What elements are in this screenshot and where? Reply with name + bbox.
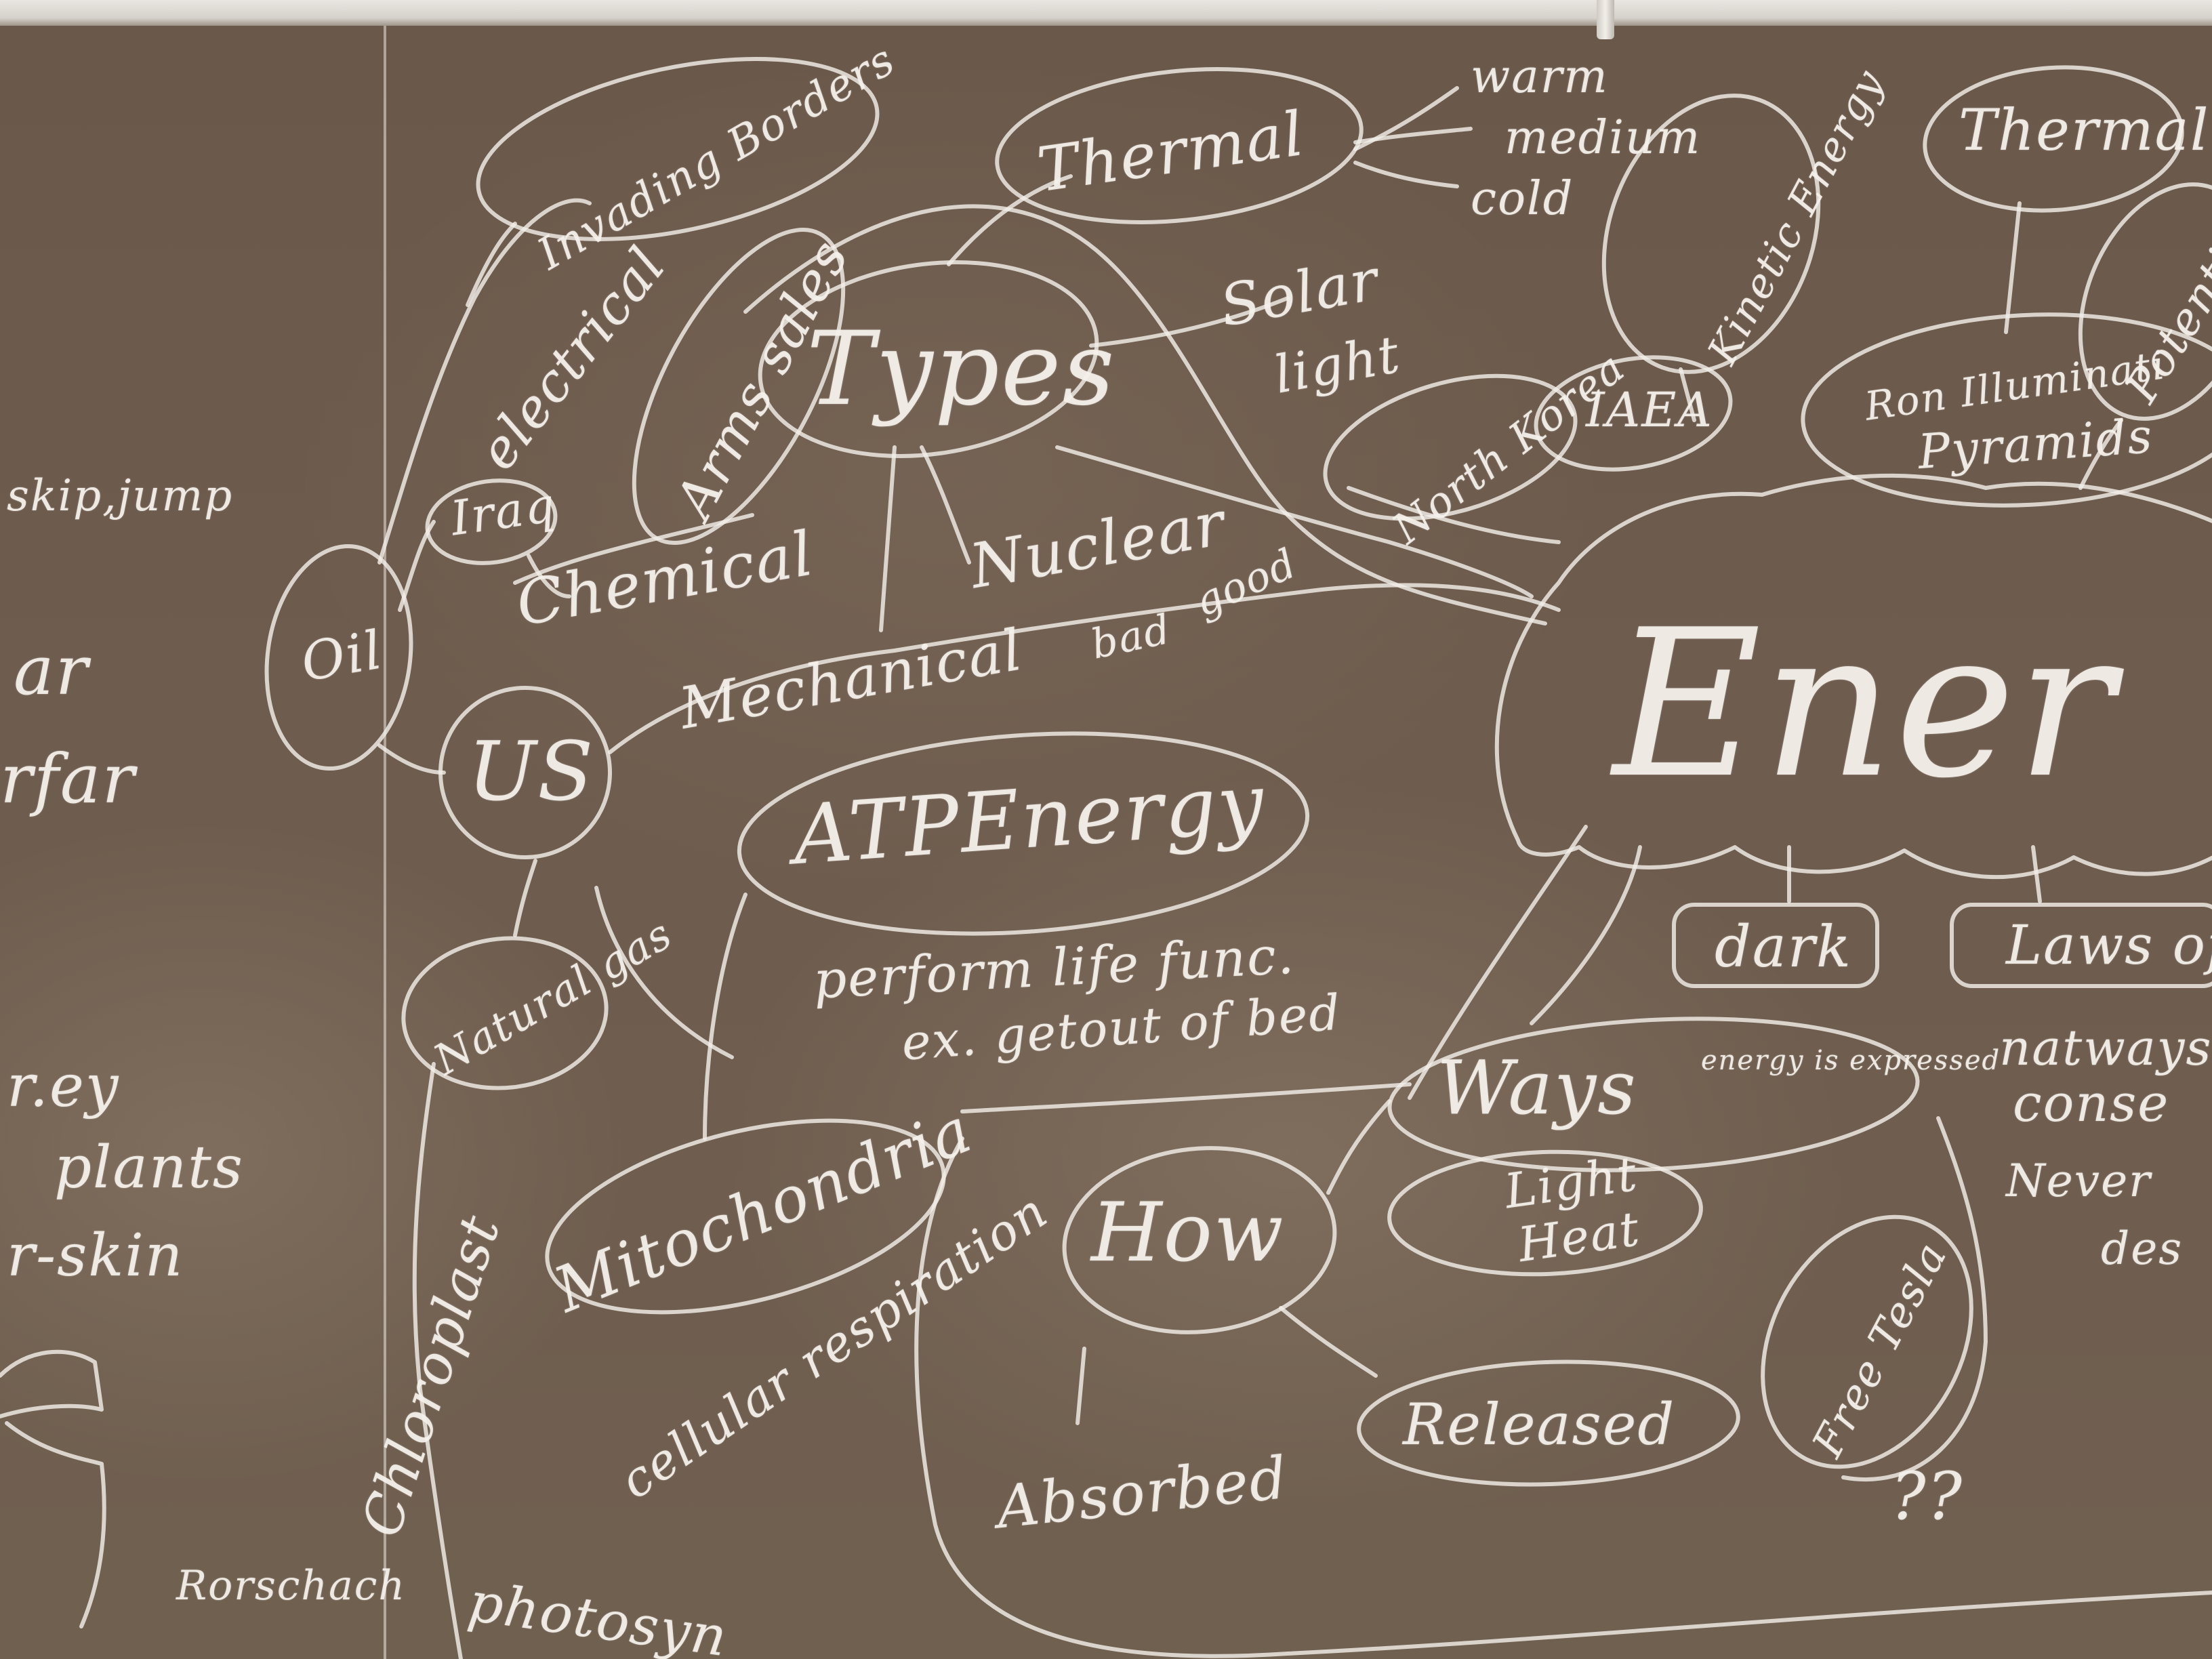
fragment-skip-jump: skip,jump bbox=[7, 471, 234, 521]
how-released: Released bbox=[1403, 1391, 1676, 1458]
line-how-absorbed bbox=[1076, 1347, 1086, 1425]
line-korea-energy bbox=[1347, 486, 1561, 544]
bubble-light-heat bbox=[1387, 1149, 1703, 1277]
line-oil-us bbox=[377, 743, 446, 775]
bubble-illuminati bbox=[1801, 312, 2212, 508]
bubble-types bbox=[758, 260, 1099, 458]
line-kinetic bbox=[1679, 367, 1696, 422]
bubble-tesla bbox=[1761, 1214, 1973, 1469]
frame-bracket bbox=[1597, 0, 1614, 39]
line-atp-mito bbox=[703, 893, 747, 1141]
bubble-atp bbox=[737, 731, 1310, 936]
bubble-potential bbox=[2078, 182, 2212, 421]
bubble-mitochondria bbox=[545, 1118, 946, 1315]
fragment-plants: plants bbox=[54, 1134, 244, 1202]
types-hub-label: Types bbox=[806, 310, 1116, 428]
line-ways-tesla bbox=[1841, 1116, 1988, 1482]
right-thermal: Thermal bbox=[1959, 97, 2210, 163]
line-types-nuclear2 bbox=[920, 445, 971, 565]
bubble-invading-borders bbox=[476, 57, 880, 241]
thermal-medium: medium bbox=[1504, 111, 1702, 165]
line-natural-up bbox=[513, 859, 537, 937]
line-chloroplast bbox=[412, 1062, 463, 1659]
line-us-mechanical bbox=[608, 583, 1561, 754]
line-energy-laws bbox=[2031, 845, 2042, 903]
line-potential bbox=[2078, 418, 2123, 490]
line-mito-curve bbox=[594, 886, 734, 1059]
bubble-how bbox=[1062, 1146, 1337, 1334]
fragment-ar: ar bbox=[14, 631, 89, 710]
ways-note: energy is expressed bbox=[1701, 1045, 2001, 1076]
right-laws-of: Laws of bbox=[2006, 914, 2212, 977]
energy-cloud bbox=[1494, 473, 2212, 880]
box-laws bbox=[1950, 903, 2212, 988]
right-question-marks: ?? bbox=[1891, 1458, 1963, 1534]
line-ways-how bbox=[1326, 1099, 1391, 1195]
fragment-rey: r.ey bbox=[7, 1052, 120, 1120]
line-invading bbox=[466, 222, 517, 307]
panel-seam bbox=[384, 26, 386, 1659]
line-bottom-swoop bbox=[914, 1136, 2212, 1658]
line-electrical bbox=[377, 198, 592, 565]
line-iraq-chem bbox=[527, 554, 571, 598]
topic-iraq: Iraq bbox=[447, 476, 560, 547]
line-types-solar bbox=[1089, 296, 1290, 348]
bubble-thermal-right bbox=[1923, 65, 2184, 213]
bubble-north-korea bbox=[1323, 373, 1578, 521]
ways-title: Ways bbox=[1437, 1044, 1637, 1131]
right-never: Never bbox=[2006, 1155, 2152, 1207]
line-long-arc bbox=[743, 204, 1547, 626]
topic-iaea: IAEA bbox=[1586, 382, 1713, 438]
box-dark bbox=[1672, 903, 1879, 988]
fragment-rfar: rfar bbox=[0, 739, 136, 819]
line-thermal-warm bbox=[1353, 127, 1473, 144]
bubble-iaea bbox=[1534, 355, 1733, 472]
bubble-thermal-top bbox=[995, 67, 1364, 224]
sketch-face bbox=[5, 1421, 106, 1629]
how-title: How bbox=[1091, 1186, 1285, 1280]
topic-us: US bbox=[468, 725, 595, 819]
line-thermal-right bbox=[2004, 201, 2022, 334]
line-types-nuclear bbox=[879, 445, 897, 632]
line-atp-connector bbox=[960, 1082, 1412, 1113]
line-energy-ways2 bbox=[1530, 845, 1642, 1025]
thermal-warm: warm bbox=[1471, 50, 1609, 104]
line-thermal-cold bbox=[1353, 86, 1459, 151]
right-natways: natways bbox=[1999, 1019, 2212, 1076]
fragment-skin: r-skin bbox=[7, 1222, 184, 1290]
right-des: des bbox=[2101, 1223, 2184, 1275]
energy-hub-label: Ener bbox=[1613, 586, 2116, 823]
line-how-released bbox=[1279, 1306, 1378, 1378]
board-top-frame bbox=[0, 0, 2212, 26]
right-conse: conse bbox=[2013, 1073, 2170, 1133]
bubble-oil bbox=[264, 544, 413, 771]
line-thermal-med bbox=[1353, 161, 1459, 188]
right-dark: dark bbox=[1715, 914, 1852, 980]
bubble-natural-gas bbox=[401, 936, 609, 1090]
bubble-released bbox=[1357, 1359, 1740, 1487]
line-energy-ways bbox=[1408, 825, 1588, 1100]
line-oil-iraq bbox=[398, 520, 436, 612]
fragment-rorschach: Rorschach bbox=[176, 1562, 407, 1610]
sketch-hat bbox=[0, 1349, 104, 1418]
bubble-kinetic bbox=[1601, 94, 1821, 374]
thermal-cold: cold bbox=[1471, 172, 1574, 226]
line-types-energy bbox=[1055, 445, 1534, 598]
topic-oil: Oil bbox=[297, 619, 388, 694]
